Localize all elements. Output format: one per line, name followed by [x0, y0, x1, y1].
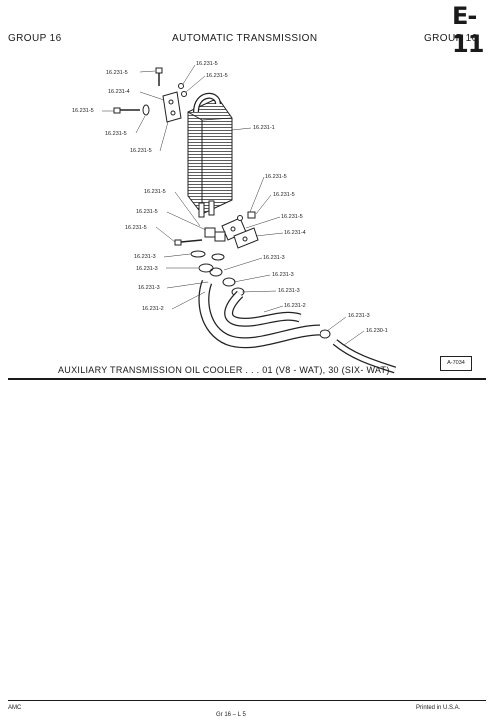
figure-caption: AUXILIARY TRANSMISSION OIL COOLER . . . … [58, 365, 390, 375]
callout-label: 16.231-3 [348, 313, 370, 319]
callout-label: 16.231-5 [144, 189, 166, 195]
footer-page-ref: Gr 16 – L 5 [216, 712, 246, 718]
upper-bracket [113, 67, 187, 123]
footer-printed: Printed in U.S.A. [416, 705, 461, 711]
callout-label: 16.231-2 [142, 306, 164, 312]
caption-rule [8, 378, 486, 380]
callout-label: 16.231-5 [106, 70, 128, 76]
callout-label: 16.231-5 [273, 192, 295, 198]
callout-label: 16.231-1 [253, 125, 275, 131]
callout-label: 16.231-4 [284, 230, 306, 236]
page-id: E-11 [452, 2, 484, 58]
callout-label: 16.231-5 [72, 108, 94, 114]
figure-id-box: A-7034 [440, 356, 472, 371]
callout-label: 16.231-3 [136, 266, 158, 272]
cooler-core [187, 92, 233, 218]
callout-leaders [102, 64, 365, 346]
callout-label: 16.231-3 [278, 288, 300, 294]
callout-label: 16.231-3 [263, 255, 285, 261]
callout-label: 16.231-5 [265, 174, 287, 180]
callout-label: 16.231-5 [105, 131, 127, 137]
callout-label: 16.230-1 [366, 328, 388, 334]
callout-label: 16.231-5 [125, 225, 147, 231]
callout-label: 16.231-3 [138, 285, 160, 291]
callout-label: 16.231-5 [136, 209, 158, 215]
callout-label: 16.231-3 [272, 272, 294, 278]
callout-label: 16.231-5 [196, 61, 218, 67]
header-group-left: GROUP 16 [8, 33, 62, 44]
footer-brand: AMC [8, 705, 22, 711]
callout-label: 16.231-2 [284, 303, 306, 309]
callout-label: 16.231-5 [281, 214, 303, 220]
callout-label: 16.231-4 [108, 89, 130, 95]
lower-brackets [174, 211, 259, 249]
header-group-right: GROUP 16 [424, 33, 478, 44]
callout-label: 16.231-3 [134, 254, 156, 260]
cooler-hoses [198, 280, 397, 374]
callout-label: 16.231-5 [206, 73, 228, 79]
header-title: AUTOMATIC TRANSMISSION [172, 33, 318, 44]
footer-rule [8, 700, 486, 701]
callout-label: 16.231-5 [130, 148, 152, 154]
